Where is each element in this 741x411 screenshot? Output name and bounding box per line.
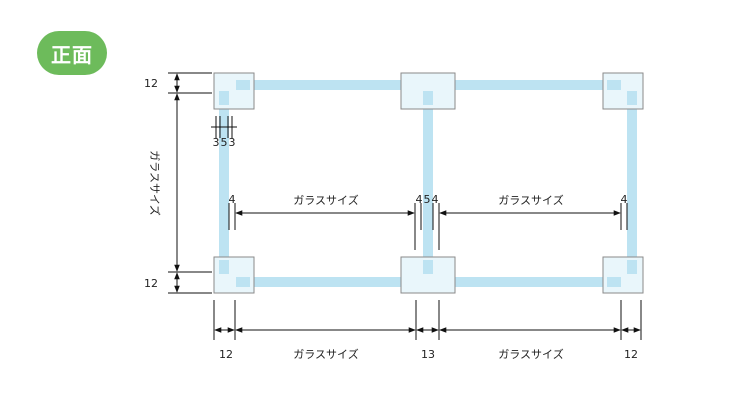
- inset-top-left-h: [236, 80, 250, 90]
- left-bottom-label: 12: [144, 277, 158, 290]
- inset-top-right: [627, 91, 637, 105]
- bottom-glass-1-label: ガラスサイズ: [293, 347, 358, 361]
- offset-split-1: 3: [213, 136, 220, 149]
- mid-right-offset-label: 4: [621, 193, 628, 206]
- bottom-glass-2-label: ガラスサイズ: [498, 347, 563, 361]
- mid-center-offset-1: 4: [416, 193, 423, 206]
- inset-bottom-left-h: [236, 277, 250, 287]
- mid-left-offset-label: 4: [229, 193, 236, 206]
- bottom-dimensions: [213, 300, 642, 340]
- middle-dimensions: [228, 203, 628, 250]
- inset-top-right-h: [607, 80, 621, 90]
- mid-glass-2-label: ガラスサイズ: [498, 193, 563, 207]
- inset-bottom-left: [219, 260, 229, 274]
- frame-left-bar: [219, 84, 229, 280]
- bottom-right-label: 12: [624, 348, 638, 361]
- inset-top-center: [423, 91, 433, 105]
- offset-split-2: 5: [221, 136, 228, 149]
- inset-bottom-center: [423, 260, 433, 274]
- inset-top-left: [219, 91, 229, 105]
- frame-right-bar: [627, 84, 637, 280]
- offset-split-dimension: [211, 116, 237, 138]
- inset-bottom-right: [627, 260, 637, 274]
- mid-center-offset-3: 4: [432, 193, 439, 206]
- left-side-label: ガラスサイズ: [148, 150, 162, 215]
- left-dimensions: [168, 72, 212, 294]
- inset-bottom-right-h: [607, 277, 621, 287]
- view-badge: 正面: [37, 31, 107, 75]
- dimension-labels: 12 ガラスサイズ 12 3 5 3 4 ガラスサイズ 4 5 4 ガラスサイズ…: [144, 77, 638, 361]
- connector-insets: [219, 80, 637, 287]
- bottom-center-label: 13: [421, 348, 435, 361]
- glass-frame: [219, 80, 637, 287]
- mid-glass-1-label: ガラスサイズ: [293, 193, 358, 207]
- bottom-left-label: 12: [219, 348, 233, 361]
- mid-center-offset-2: 5: [424, 193, 431, 206]
- left-top-label: 12: [144, 77, 158, 90]
- frame-center-bar: [423, 84, 433, 280]
- offset-split-3: 3: [229, 136, 236, 149]
